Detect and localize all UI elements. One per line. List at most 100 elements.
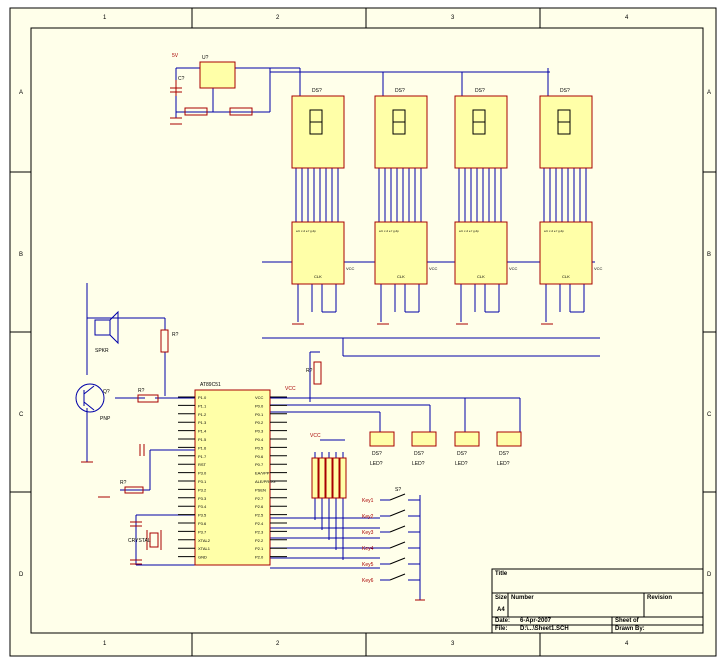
zone-col-4-top: 4 bbox=[625, 15, 629, 21]
seven-seg-display-4 bbox=[539, 95, 593, 169]
title-block-number: Number bbox=[511, 595, 534, 601]
zone-col-2-bottom: 2 bbox=[276, 641, 280, 647]
title-block bbox=[491, 568, 704, 634]
display-pins-3: a b c d e f g dp bbox=[459, 229, 479, 233]
display-pins-1: a b c d e f g dp bbox=[296, 229, 316, 233]
key-label-1: Key1 bbox=[362, 498, 374, 504]
mcu-left-pin-label: P3.3 bbox=[198, 496, 207, 501]
title-block-size-value: A4 bbox=[497, 607, 505, 613]
zone-row-b-left: B bbox=[19, 252, 24, 258]
mcu-right-pin-label: P0.0 bbox=[255, 403, 264, 408]
pullup-vcc: VCC bbox=[310, 433, 321, 439]
mcu-right-pin-label: P0.1 bbox=[255, 412, 264, 417]
led-name-4: LED? bbox=[497, 461, 510, 467]
mcu-left-pin-label: P1.2 bbox=[198, 412, 207, 417]
resistor-label-1: R? bbox=[172, 332, 179, 338]
mcu-right-pin-label: P0.2 bbox=[255, 420, 264, 425]
driver-vcc-1: VCC bbox=[346, 266, 355, 271]
mcu-right-pin-label: P2.6 bbox=[255, 504, 264, 509]
zone-col-3-top: 3 bbox=[451, 15, 455, 21]
led-ref-4: DS? bbox=[499, 451, 509, 457]
buzzer-name: SPKR bbox=[95, 348, 109, 354]
mcu-vcc: VCC bbox=[285, 386, 296, 392]
zone-row-a-left: A bbox=[19, 90, 24, 96]
mcu-left-pin-label: P3.7 bbox=[198, 529, 207, 534]
resistor-label-4: R? bbox=[306, 368, 313, 374]
mcu-right-pin-label: VCC bbox=[255, 395, 264, 400]
reset-capacitor bbox=[139, 444, 145, 456]
resistor-buzzer bbox=[160, 329, 169, 353]
mcu-right-pin-label: P2.0 bbox=[255, 555, 264, 560]
driver-vcc-2: VCC bbox=[429, 266, 438, 271]
regulator-cap-label: C? bbox=[178, 76, 185, 82]
shift-register-4 bbox=[539, 221, 593, 285]
key-contact bbox=[389, 525, 406, 533]
seven-seg-display-3 bbox=[454, 95, 508, 169]
driver-vcc-3: VCC bbox=[509, 266, 518, 271]
driver-clk-4: CLK bbox=[562, 274, 570, 279]
zone-col-2-top: 2 bbox=[276, 15, 280, 21]
zone-col-1-bottom: 1 bbox=[103, 641, 107, 647]
driver-clk-1: CLK bbox=[314, 274, 322, 279]
led-ref-3: DS? bbox=[457, 451, 467, 457]
key-contact bbox=[389, 509, 406, 517]
mcu-right-pin-label: P2.7 bbox=[255, 496, 264, 501]
key-contact bbox=[389, 493, 406, 501]
led-1 bbox=[369, 431, 395, 447]
key-label-4: Key4 bbox=[362, 546, 374, 552]
mcu-left-pin-label: GND bbox=[198, 555, 207, 560]
resistor-base bbox=[137, 394, 159, 403]
led-name-3: LED? bbox=[455, 461, 468, 467]
mcu-right-pin-label: P0.3 bbox=[255, 429, 264, 434]
key-label-2: Key2 bbox=[362, 514, 374, 520]
mcu-right-pin-label: EA/VPP bbox=[255, 471, 270, 476]
mcu-left-pin-label: P3.2 bbox=[198, 487, 207, 492]
driver-clk-2: CLK bbox=[397, 274, 405, 279]
mcu-left-pin-label: P1.5 bbox=[198, 437, 207, 442]
mcu-left-pin-label: P3.1 bbox=[198, 479, 207, 484]
led-ref-2: DS? bbox=[414, 451, 424, 457]
zone-row-c-left: C bbox=[19, 412, 24, 418]
mcu-right-pin-label: P2.1 bbox=[255, 546, 264, 551]
voltage-regulator bbox=[170, 61, 253, 119]
mcu-right-pin-label: P0.7 bbox=[255, 462, 264, 467]
resistor-led bbox=[313, 361, 322, 385]
zone-row-a-right: A bbox=[707, 90, 712, 96]
mcu-right-pin-label: P2.3 bbox=[255, 529, 264, 534]
pullup-pack bbox=[311, 457, 347, 499]
zone-ticks bbox=[10, 8, 716, 656]
title-block-date-value: 6-Apr-2007 bbox=[520, 618, 552, 624]
mcu-ref: AT89C51 bbox=[200, 382, 221, 388]
key-contact bbox=[389, 573, 406, 581]
display-ref-2: DS? bbox=[395, 88, 405, 94]
led-2 bbox=[411, 431, 437, 447]
zone-col-4-bottom: 4 bbox=[625, 641, 629, 647]
seven-seg-glyph-3 bbox=[472, 109, 486, 135]
zone-col-1-top: 1 bbox=[103, 15, 107, 21]
buzzer bbox=[94, 310, 119, 345]
resistor-reset bbox=[124, 486, 144, 494]
zone-row-c-right: C bbox=[707, 412, 712, 418]
title-block-file: File: bbox=[495, 626, 508, 632]
resistor-label-3: R? bbox=[120, 480, 127, 486]
title-block-date: Date: bbox=[495, 618, 511, 624]
display-pins-4: a b c d e f g dp bbox=[544, 229, 564, 233]
driver-vcc-4: VCC bbox=[594, 266, 603, 271]
mcu-left-pin-label: P3.4 bbox=[198, 504, 207, 509]
resistor-label-2: R? bbox=[138, 388, 145, 394]
key-contact bbox=[389, 541, 406, 549]
title-block-revision: Revision bbox=[647, 595, 673, 601]
mcu-left-pin-label: P1.1 bbox=[198, 403, 207, 408]
led-name-1: LED? bbox=[370, 461, 383, 467]
mcu-left-pin-label: P1.3 bbox=[198, 420, 207, 425]
mcu-right-pin-label: P2.5 bbox=[255, 513, 264, 518]
shift-register-3 bbox=[454, 221, 508, 285]
display-ref-1: DS? bbox=[312, 88, 322, 94]
display-ref-4: DS? bbox=[560, 88, 570, 94]
shift-register-2 bbox=[374, 221, 428, 285]
mcu-left-pin-label: P3.0 bbox=[198, 471, 207, 476]
led-name-2: LED? bbox=[412, 461, 425, 467]
title-block-file-value: D:\...\Sheet1.SCH bbox=[520, 626, 569, 632]
driver-clk-3: CLK bbox=[477, 274, 485, 279]
